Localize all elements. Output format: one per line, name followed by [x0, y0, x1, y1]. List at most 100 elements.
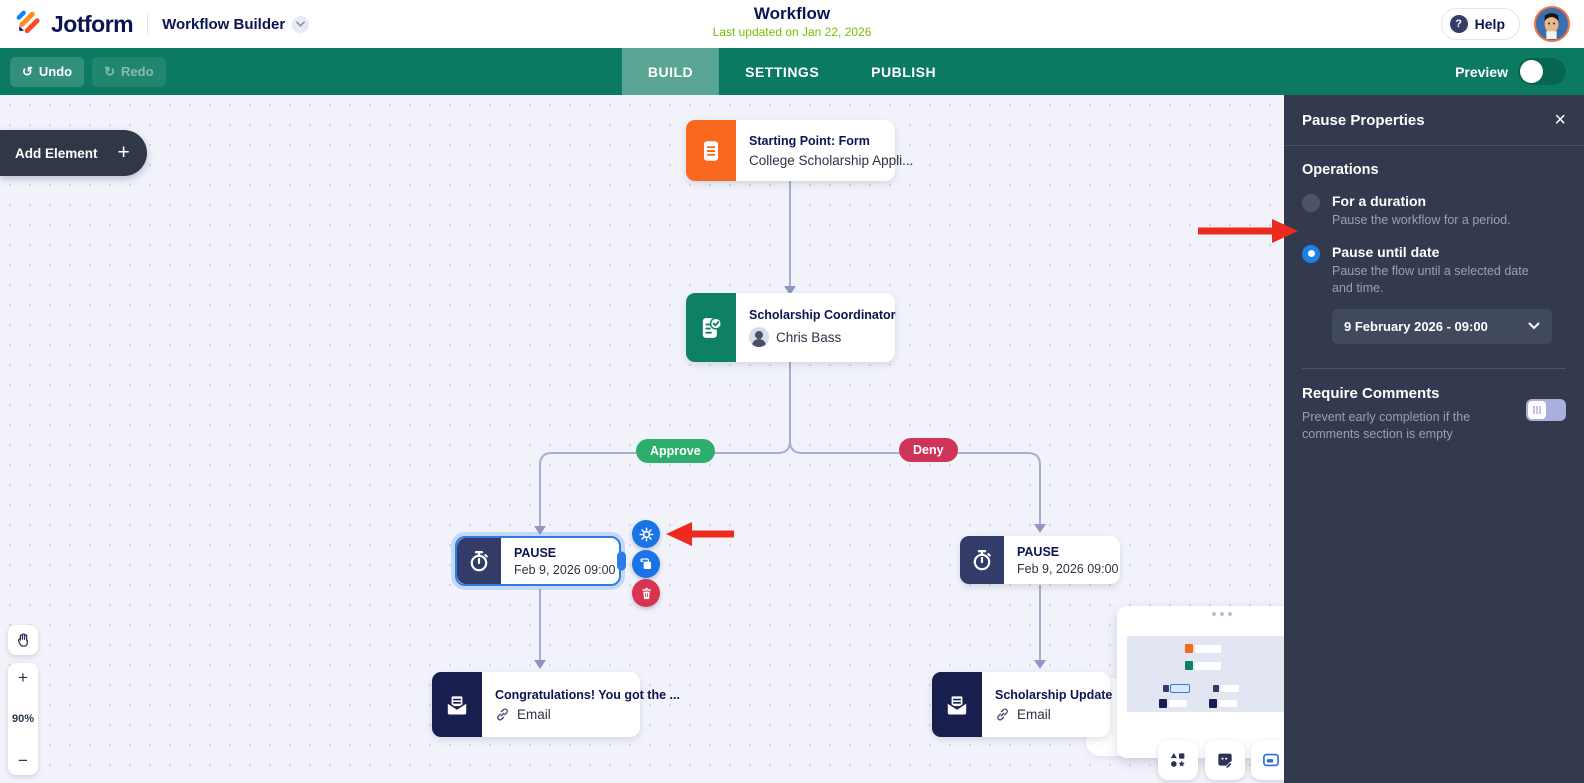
close-icon[interactable]: × — [1554, 109, 1566, 131]
require-comments-description: Prevent early completion if the comments… — [1302, 409, 1471, 442]
add-element-label: Add Element — [15, 145, 98, 161]
undo-button[interactable]: ↺ Undo — [10, 56, 85, 87]
preview-toggle-knob — [1520, 60, 1543, 83]
option-description: Pause the flow until a selected date and… — [1332, 263, 1529, 295]
banner-button[interactable] — [1251, 740, 1284, 780]
node-title: PAUSE — [514, 545, 557, 560]
redo-button[interactable]: ↻ Redo — [92, 56, 166, 87]
branch-deny-pill[interactable]: Deny — [899, 438, 958, 462]
require-comments-label: Require Comments — [1302, 384, 1440, 402]
jotform-logo-icon — [14, 8, 42, 41]
radio-unselected-icon[interactable] — [1302, 194, 1320, 212]
plus-icon: + — [117, 141, 130, 164]
app-name: Workflow Builder — [162, 15, 286, 33]
require-comments-section: Require Comments Prevent early completio… — [1302, 367, 1566, 444]
zoom-control: + 90% − — [8, 663, 38, 775]
node-start-form[interactable]: Starting Point: Form College Scholarship… — [686, 120, 914, 181]
feedback-pencil-icon — [1218, 753, 1233, 769]
copy-icon — [640, 558, 651, 569]
banner-icon — [1263, 753, 1279, 767]
builder-tabs: BUILD SETTINGS PUBLISH — [621, 48, 962, 95]
node-assignee: Chris Bass — [749, 327, 882, 347]
node-body: Starting Point: Form College Scholarship… — [736, 120, 914, 181]
node-email-right[interactable]: Scholarship Update Email — [932, 672, 1113, 737]
brand[interactable]: Jotform — [14, 8, 134, 41]
user-avatar[interactable] — [1534, 6, 1570, 42]
trash-icon — [641, 587, 651, 599]
node-body: Scholarship Coordinator Chris Bass — [736, 293, 896, 362]
email-icon — [932, 672, 982, 737]
node-duplicate-button[interactable] — [632, 550, 660, 578]
help-label: Help — [1474, 16, 1505, 32]
question-mark-icon: ? — [1449, 15, 1468, 33]
redo-label: Redo — [121, 64, 154, 79]
node-subtitle: Feb 9, 2026 09:00 — [514, 562, 616, 577]
minimap[interactable] — [1117, 606, 1284, 758]
date-select[interactable]: 9 February 2026 - 09:00 — [1332, 308, 1552, 344]
redo-icon: ↻ — [104, 63, 116, 79]
node-title: Congratulations! You got the ... — [495, 687, 680, 702]
node-title: Starting Point: Form — [749, 133, 870, 148]
node-title: Scholarship Coordinator — [749, 308, 896, 322]
email-icon — [432, 672, 482, 737]
last-updated-text: Last updated on Jan 22, 2026 — [712, 25, 872, 39]
minimap-drag-handle-icon[interactable] — [1212, 612, 1232, 616]
node-type-label: Email — [1017, 706, 1051, 722]
gear-icon — [638, 526, 654, 542]
node-type-row: Email — [995, 707, 1097, 722]
chevron-down-icon — [1528, 322, 1540, 330]
app-switcher[interactable]: Workflow Builder — [162, 15, 310, 33]
tab-publish[interactable]: PUBLISH — [871, 63, 937, 80]
builder-toolbar: ↺ Undo ↻ Redo BUILD SETTINGS PUBLISH Pre… — [0, 48, 1584, 95]
node-body: PAUSE Feb 9, 2026 09:00 — [501, 538, 619, 584]
node-title: PAUSE — [1017, 544, 1060, 559]
panel-header: Pause Properties × — [1284, 95, 1584, 146]
node-body: Scholarship Update Email — [982, 672, 1113, 737]
shapes-icon — [1170, 753, 1185, 767]
flow-connectors — [534, 181, 1046, 669]
header-right: ? Help — [1440, 6, 1570, 42]
top-header: Jotform Workflow Builder Workflow Last u… — [0, 0, 1584, 48]
tab-settings[interactable]: SETTINGS — [745, 63, 820, 80]
chevron-down-icon — [292, 15, 310, 33]
option-pause-until-date[interactable]: Pause until date Pause the flow until a … — [1302, 244, 1566, 297]
node-body: Congratulations! You got the ... Email — [482, 672, 680, 737]
node-title: Scholarship Update — [995, 687, 1113, 702]
link-icon — [997, 708, 1008, 720]
radio-selected-icon[interactable] — [1302, 244, 1320, 263]
help-button[interactable]: ? Help — [1440, 8, 1520, 40]
link-icon — [497, 708, 508, 720]
assignee-name: Chris Bass — [776, 329, 842, 345]
node-approval[interactable]: Scholarship Coordinator Chris Bass — [686, 293, 896, 362]
tab-build[interactable]: BUILD — [621, 48, 720, 95]
zoom-in-button[interactable]: + — [18, 668, 28, 687]
require-comments-toggle[interactable] — [1526, 398, 1566, 421]
node-settings-button[interactable] — [632, 520, 660, 548]
preview-toggle[interactable] — [1518, 58, 1566, 85]
node-delete-button[interactable] — [632, 579, 660, 607]
option-texts: Pause until date Pause the flow until a … — [1332, 244, 1547, 297]
option-label: For a duration — [1332, 193, 1427, 209]
node-email-left[interactable]: Congratulations! You got the ... Email — [432, 672, 680, 737]
form-icon — [686, 120, 736, 181]
elements-shapes-button[interactable] — [1158, 740, 1198, 780]
option-for-a-duration[interactable]: For a duration Pause the workflow for a … — [1302, 193, 1566, 229]
node-pause-right[interactable]: PAUSE Feb 9, 2026 09:00 — [960, 536, 1120, 584]
add-element-button[interactable]: Add Element + — [0, 130, 147, 176]
option-description: Pause the workflow for a period. — [1332, 213, 1511, 227]
page-title: Workflow — [753, 4, 831, 23]
workflow-canvas[interactable]: Add Element + Starting Point: Form Colle… — [0, 95, 1284, 783]
pan-tool-button[interactable] — [8, 625, 38, 655]
zoom-level: 90% — [11, 713, 35, 725]
node-subtitle: College Scholarship Appli... — [749, 152, 914, 168]
option-texts: For a duration Pause the workflow for a … — [1332, 193, 1511, 229]
assignee-avatar — [749, 327, 769, 347]
annotation-arrow-right-icon — [1198, 219, 1298, 248]
undo-icon: ↺ — [22, 63, 33, 79]
zoom-out-button[interactable]: − — [18, 751, 28, 770]
node-pause-left[interactable]: PAUSE Feb 9, 2026 09:00 — [455, 536, 626, 586]
feedback-button[interactable] — [1205, 740, 1245, 780]
branch-approve-pill[interactable]: Approve — [636, 439, 715, 463]
connection-handle[interactable] — [617, 551, 626, 571]
